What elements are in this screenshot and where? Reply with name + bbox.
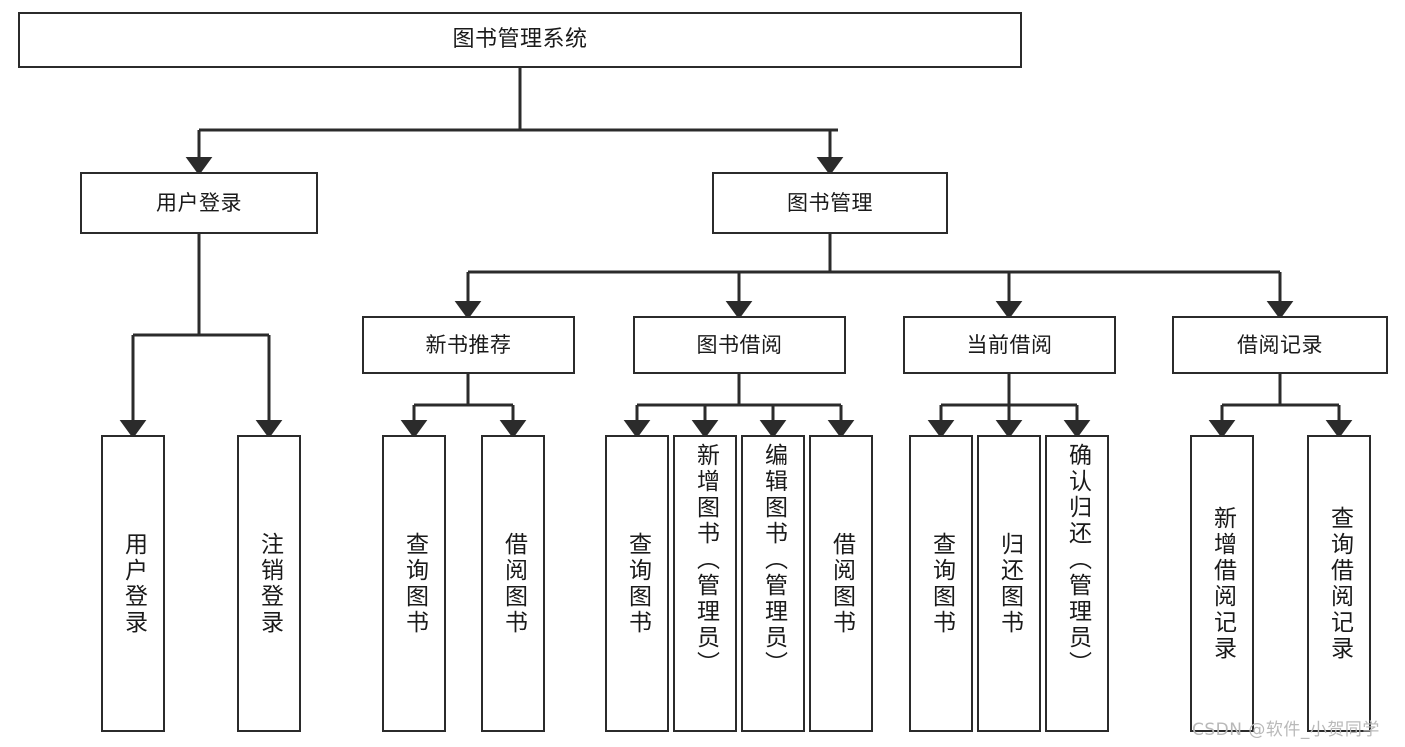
leaf-new-book-query[interactable]: 查询图书 [382,435,446,732]
node-current-borrow[interactable]: 当前借阅 [903,316,1116,374]
leaf-records-add-label: 新增借阅记录 [1209,505,1236,662]
leaf-borrow-edit-book-label: 编辑图书（管理员） [760,443,787,677]
leaf-user-login-signout-label: 注销登录 [256,531,283,636]
leaf-new-book-borrow[interactable]: 借阅图书 [481,435,545,732]
watermark: CSDN @软件_小贺同学 [1192,720,1380,740]
node-user-login[interactable]: 用户登录 [80,172,318,234]
leaf-borrow-edit-book[interactable]: 编辑图书（管理员） [741,435,805,732]
leaf-user-login-signin-label: 用户登录 [120,531,147,636]
leaf-records-query-label: 查询借阅记录 [1326,505,1353,662]
leaf-current-query[interactable]: 查询图书 [909,435,973,732]
leaf-current-confirm-return-label: 确认归还（管理员） [1064,443,1091,677]
node-root[interactable]: 图书管理系统 [18,12,1022,68]
leaf-borrow-borrow-book-label: 借阅图书 [828,531,855,636]
node-current-borrow-label: 当前借阅 [966,332,1053,357]
node-book-borrow-label: 图书借阅 [696,332,783,357]
node-book-borrow[interactable]: 图书借阅 [633,316,846,374]
leaf-user-login-signout[interactable]: 注销登录 [237,435,301,732]
node-book-management[interactable]: 图书管理 [712,172,948,234]
leaf-borrow-query-label: 查询图书 [624,531,651,636]
leaf-current-query-label: 查询图书 [928,531,955,636]
leaf-borrow-query[interactable]: 查询图书 [605,435,669,732]
leaf-records-query[interactable]: 查询借阅记录 [1307,435,1371,732]
node-user-login-label: 用户登录 [156,190,242,215]
leaf-borrow-add-book-label: 新增图书（管理员） [692,443,719,677]
leaf-user-login-signin[interactable]: 用户登录 [101,435,165,732]
leaf-borrow-borrow-book[interactable]: 借阅图书 [809,435,873,732]
leaf-records-add[interactable]: 新增借阅记录 [1190,435,1254,732]
leaf-current-confirm-return[interactable]: 确认归还（管理员） [1045,435,1109,732]
leaf-current-return[interactable]: 归还图书 [977,435,1041,732]
node-new-book-recommend-label: 新书推荐 [425,332,512,357]
node-borrow-records-label: 借阅记录 [1237,332,1323,357]
leaf-borrow-add-book[interactable]: 新增图书（管理员） [673,435,737,732]
leaf-new-book-borrow-label: 借阅图书 [500,531,527,636]
leaf-new-book-query-label: 查询图书 [401,531,428,636]
leaf-current-return-label: 归还图书 [996,531,1023,636]
node-borrow-records[interactable]: 借阅记录 [1172,316,1388,374]
node-new-book-recommend[interactable]: 新书推荐 [362,316,575,374]
node-book-management-label: 图书管理 [787,190,873,215]
node-root-label: 图书管理系统 [452,27,588,53]
